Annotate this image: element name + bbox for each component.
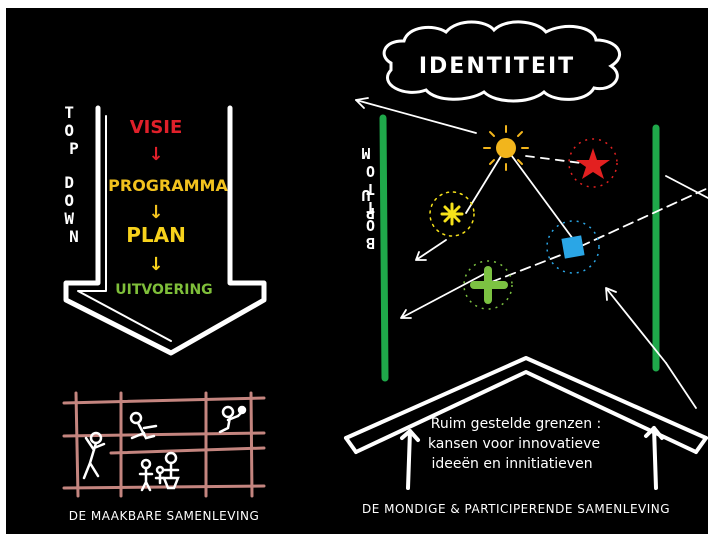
roof-outline (344, 356, 708, 490)
down-letter-4: N (69, 227, 79, 246)
drawing-canvas: T O P D O W N VISIE ↓ PROGRAMMA ↓ PLAN ↓… (62, 20, 708, 523)
left-caption: DE MAAKBARE SAMENLEVING (69, 509, 260, 523)
bottom-letter-3: T (366, 198, 375, 216)
bottom-letter-2: O (366, 216, 375, 234)
note-line-3: ideeën en innitiatieven (431, 456, 592, 472)
identiteit-cloud: IDENTITEIT (382, 20, 622, 103)
roof-note: Ruim gestelde grenzen : kansen voor inno… (428, 416, 601, 472)
note-line-2: kansen voor innovatieve (428, 436, 600, 452)
right-caption: DE MONDIGE & PARTICIPERENDE SAMENLEVING (362, 502, 670, 516)
bottom-letter-5: O (366, 162, 375, 180)
down-letter-3: W (64, 209, 74, 228)
down-letter-2: O (64, 191, 74, 210)
arrow-plan: ↓ (148, 254, 163, 275)
step-programma: PROGRAMMA (108, 176, 228, 195)
arrow-visie: ↓ (148, 144, 163, 165)
red-star-icon (568, 138, 618, 188)
blue-square-icon (546, 220, 600, 274)
top-down-vertical-label: T O P D O W N (64, 103, 83, 246)
sun-icon (483, 125, 529, 171)
process-steps: VISIE ↓ PROGRAMMA ↓ PLAN ↓ UITVOERING (108, 117, 228, 298)
bottom-letter-4: T (366, 180, 375, 198)
step-plan: PLAN (126, 223, 186, 247)
svg-text:T O P: T O P (64, 103, 83, 158)
top-down-arrow (63, 105, 267, 356)
bottom-letter-1: B (366, 234, 375, 252)
svg-text:P U: P U (357, 186, 375, 222)
top-letter-2: O (64, 121, 74, 140)
down-letter-1: D (64, 173, 74, 192)
left-pillar (379, 114, 389, 382)
green-plus-icon (463, 260, 513, 310)
blackboard: T O P D O W N VISIE ↓ PROGRAMMA ↓ PLAN ↓… (6, 8, 708, 534)
society-shelves (62, 391, 266, 498)
svg-text:B O T: B O T T O M (357, 144, 375, 252)
step-uitvoering: UITVOERING (115, 282, 212, 298)
cloud-label: IDENTITEIT (419, 54, 575, 79)
bottom-up-vertical-label: P U B O T T O M (357, 144, 375, 252)
note-line-1: Ruim gestelde grenzen : (431, 416, 602, 432)
top-letter-1: T (64, 103, 74, 122)
top-letter-3: P (69, 139, 79, 158)
up-letter-1: P (366, 204, 375, 222)
svg-text:D O W: D O W N (64, 173, 83, 246)
bottom-letter-6: M (361, 144, 370, 162)
step-visie: VISIE (130, 117, 183, 138)
arrow-programma: ↓ (148, 202, 163, 223)
stick-figures (82, 405, 247, 492)
yellow-burst-icon (429, 191, 475, 237)
green-pillars (379, 114, 660, 382)
up-letter-2: U (361, 186, 370, 204)
